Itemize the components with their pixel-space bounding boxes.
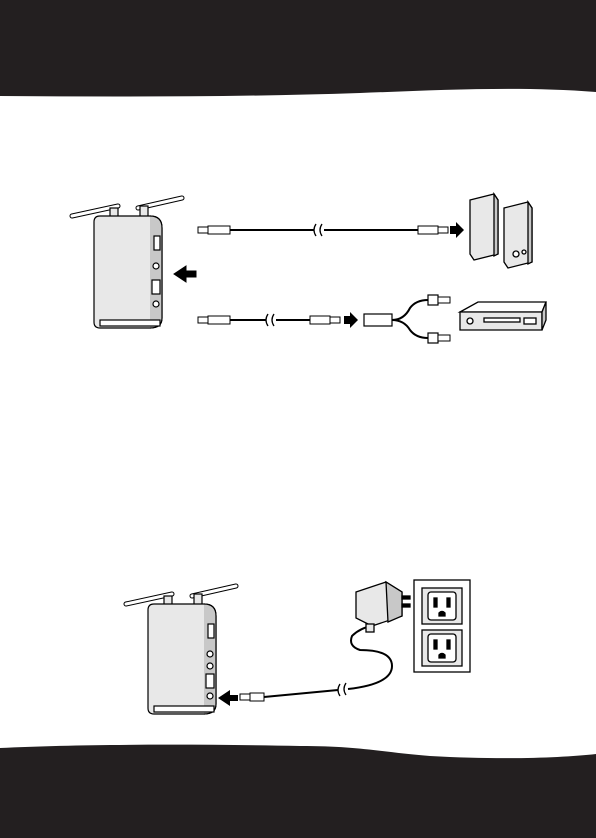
antenna-icon — [126, 586, 236, 606]
wall-outlet — [414, 580, 470, 672]
connect-arrow-icon — [344, 312, 358, 328]
transmitter-unit — [126, 586, 236, 714]
audio-connection-illustration — [0, 180, 596, 350]
audio-cable-to-adapter — [198, 314, 340, 326]
input-arrow-icon — [174, 266, 196, 282]
footer-band — [0, 738, 596, 838]
audio-cable-to-speakers — [198, 224, 448, 236]
antenna-icon — [72, 198, 182, 218]
ac-power-adapter — [356, 582, 410, 632]
ac-power-adapter-cable — [240, 626, 392, 701]
computer-speakers — [470, 194, 532, 268]
audio-source-device — [460, 302, 546, 330]
header-band — [0, 0, 596, 100]
connect-arrow-icon — [450, 222, 464, 238]
transmitter-unit — [72, 198, 182, 328]
power-jack-arrow-icon — [218, 690, 238, 706]
rca-y-adapter — [364, 295, 450, 343]
power-connection-illustration — [0, 570, 596, 720]
